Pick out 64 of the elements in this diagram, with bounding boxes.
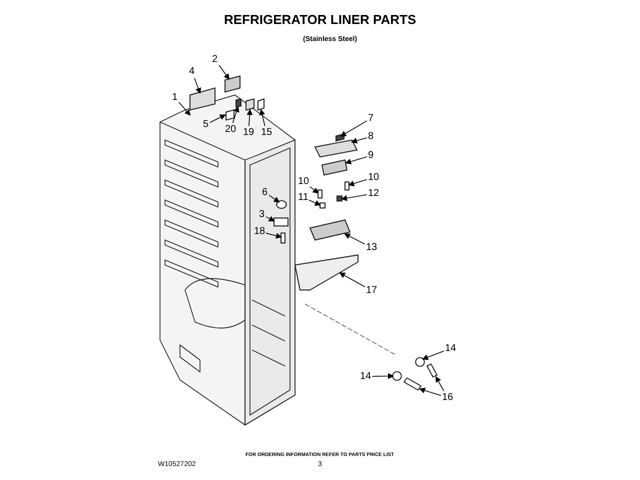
cover-drawing — [189, 87, 216, 111]
callout-number: 7 — [368, 113, 374, 124]
cover-drawing — [309, 219, 351, 241]
leader-line — [340, 120, 368, 136]
bracket-drawing — [224, 75, 241, 93]
bracket-drawing — [245, 98, 255, 111]
socket-drawing — [337, 196, 343, 202]
leader-line — [339, 272, 366, 288]
housing-drawing — [314, 139, 358, 158]
callout-number: 16 — [442, 392, 454, 403]
callout-number: 9 — [368, 150, 374, 161]
callout-number: 12 — [368, 188, 380, 199]
leader-line — [351, 137, 368, 144]
callout-number: 14 — [445, 343, 456, 354]
socket-drawing — [320, 203, 326, 209]
callout-number: 13 — [366, 242, 378, 253]
clip-drawing — [335, 133, 345, 142]
callout-number: 2 — [212, 54, 218, 65]
clip-drawing — [257, 98, 265, 111]
callout-number: 17 — [366, 285, 378, 296]
leader-line — [266, 232, 282, 239]
leader-line — [419, 388, 442, 396]
callout-number: 19 — [243, 127, 254, 138]
diagram-title: REFRIGERATOR LINER PARTS — [224, 12, 416, 27]
callout-number: 8 — [368, 131, 374, 142]
callout-number: 5 — [203, 119, 209, 130]
washer-drawing — [415, 357, 425, 367]
leader-line — [178, 102, 191, 116]
callout-number: 18 — [254, 226, 266, 237]
leader-line — [345, 156, 368, 164]
lens-drawing — [321, 159, 348, 176]
callout-number: 6 — [262, 187, 268, 198]
leader-line — [268, 194, 280, 203]
callout-number: 10 — [368, 172, 380, 183]
leader-line — [348, 179, 368, 186]
shelf-drawing — [294, 254, 359, 291]
leader-line — [259, 109, 266, 126]
bolt-drawing — [426, 363, 438, 378]
leader-line — [218, 64, 230, 80]
screw-drawing — [318, 190, 323, 199]
callout-number: 20 — [225, 124, 236, 135]
leader-line — [308, 200, 321, 206]
callout-number: 10 — [298, 176, 310, 187]
callout-number: 1 — [172, 92, 178, 103]
leader-line — [341, 194, 368, 202]
leader-line — [310, 186, 319, 194]
leader-line — [266, 216, 275, 222]
refrigerator-liner-drawing — [158, 93, 298, 428]
leader-line — [436, 376, 444, 392]
callout-number: 14 — [360, 371, 372, 382]
leader-line — [210, 114, 226, 123]
callout-number: 11 — [298, 192, 308, 203]
callout-number: 15 — [261, 127, 272, 138]
screw-drawing — [345, 182, 350, 191]
callout-number: 4 — [189, 66, 195, 77]
leader-line — [344, 234, 366, 245]
bolt-drawing — [403, 377, 422, 391]
leader-line — [422, 350, 444, 360]
leader-line — [232, 106, 240, 124]
leader-line — [194, 78, 202, 94]
leader-line — [246, 109, 253, 126]
leader-line — [372, 373, 394, 380]
washer-drawing — [392, 371, 402, 381]
callout-number: 3 — [259, 209, 265, 220]
